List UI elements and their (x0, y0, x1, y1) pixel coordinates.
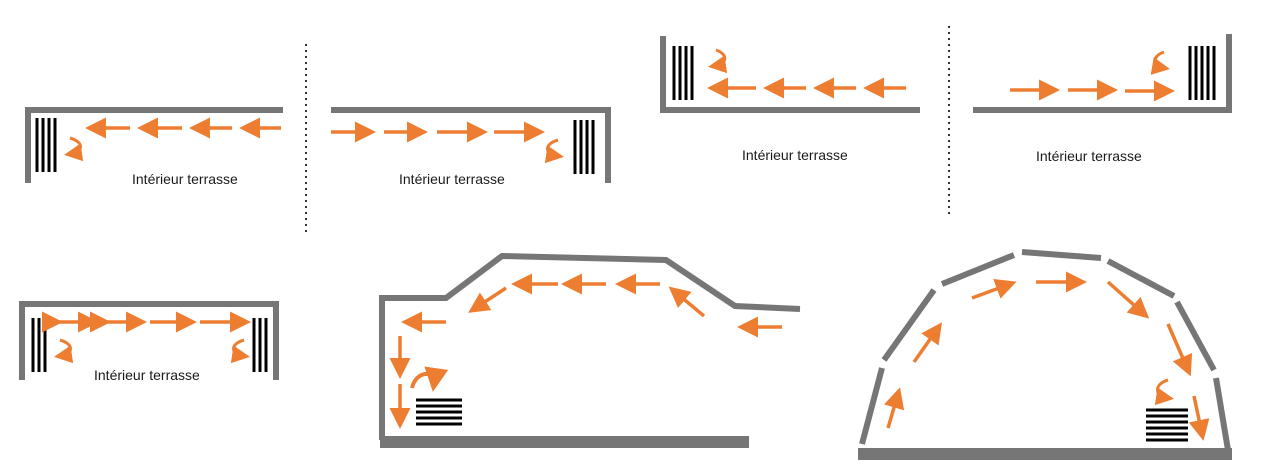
straight-arrow-icon (1188, 395, 1210, 441)
radiator-icon (252, 318, 268, 372)
panel-5-label: Intérieur terrasse (94, 367, 200, 383)
curved-return-arrow-icon (1154, 378, 1174, 406)
wall-segment (1021, 249, 1102, 261)
wall-segment (1213, 377, 1231, 451)
radiator-icon (1146, 408, 1188, 442)
straight-arrow-icon (971, 278, 1017, 300)
panel-2-label: Intérieur terrasse (399, 171, 505, 187)
radiator-icon (416, 398, 462, 426)
curved-return-arrow-icon (410, 366, 449, 392)
wall (331, 107, 611, 183)
straight-arrow-icon (468, 286, 507, 313)
radiator-icon (1188, 46, 1216, 100)
panel-2 (331, 107, 611, 183)
straight-arrow-icon (1106, 280, 1150, 319)
curved-return-arrow-icon (54, 338, 74, 364)
panel-7 (858, 249, 1232, 460)
curved-return-arrow-icon (64, 136, 84, 162)
panel-4-label: Intérieur terrasse (1036, 148, 1142, 164)
panel-4 (973, 34, 1232, 113)
panel-3-label: Intérieur terrasse (742, 147, 848, 163)
wall-segment (881, 288, 937, 362)
radiator-icon (672, 46, 694, 100)
wall (660, 36, 920, 113)
straight-arrow-icon (912, 322, 943, 364)
wall (25, 107, 283, 183)
curved-return-arrow-icon (708, 48, 728, 74)
wall-segment (1106, 258, 1176, 299)
wall (973, 34, 1232, 113)
straight-arrow-icon (883, 387, 905, 429)
wall (19, 301, 279, 380)
panel-5 (19, 301, 279, 380)
wall-segment (1174, 300, 1217, 372)
radiator-icon (573, 120, 595, 174)
panel-1-label: Intérieur terrasse (132, 171, 238, 187)
curved-return-arrow-icon (230, 338, 250, 364)
curved-return-arrow-icon (1150, 50, 1170, 75)
panel-3 (660, 36, 920, 113)
wall-segment (940, 252, 1016, 287)
curved-return-arrow-icon (544, 138, 564, 164)
straight-arrow-icon (1166, 323, 1193, 377)
straight-arrow-icon (668, 286, 706, 318)
wall-segment (859, 367, 885, 445)
wall (379, 252, 801, 440)
radiator-icon (31, 318, 47, 372)
panel-1 (25, 107, 283, 183)
panel-6 (379, 252, 801, 448)
radiator-icon (35, 118, 57, 172)
